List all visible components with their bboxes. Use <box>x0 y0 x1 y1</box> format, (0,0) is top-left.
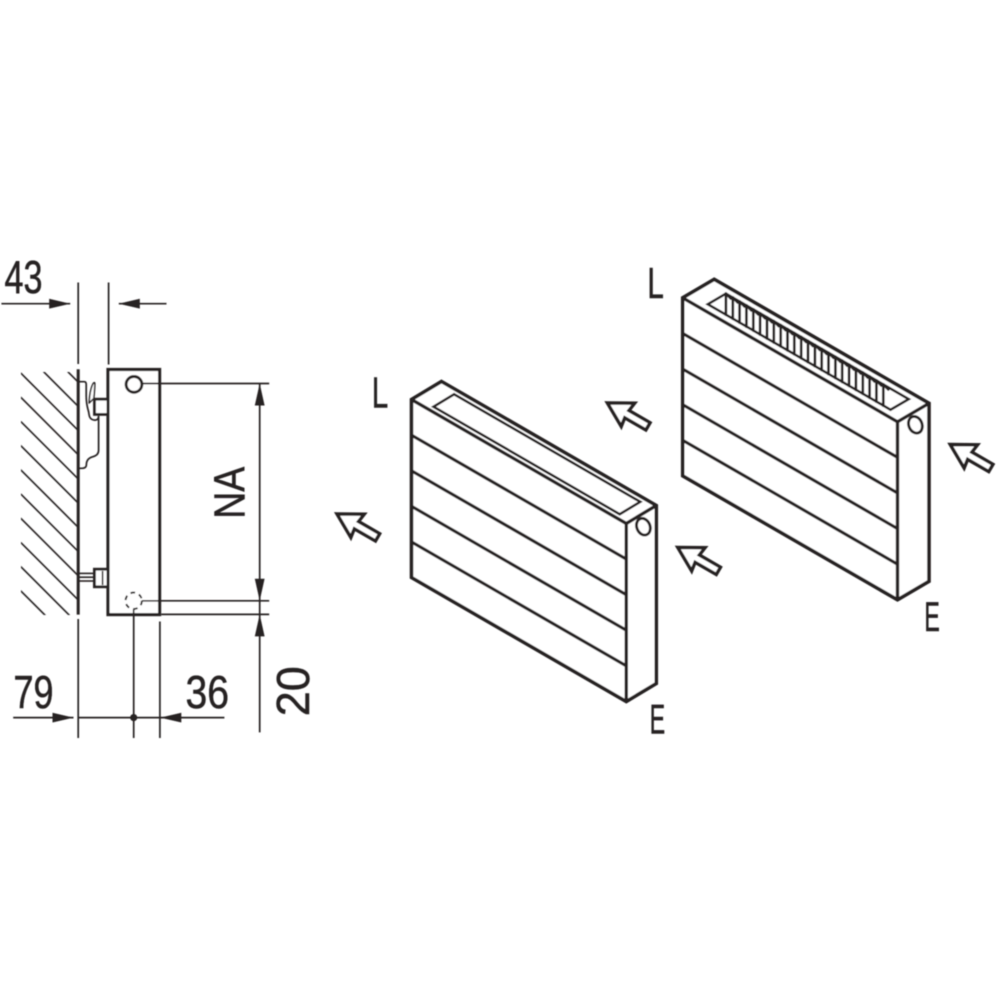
svg-text:36: 36 <box>186 666 230 718</box>
svg-text:L: L <box>372 368 389 417</box>
svg-text:E: E <box>650 695 666 742</box>
svg-text:NA: NA <box>205 466 254 519</box>
svg-text:20: 20 <box>267 666 319 716</box>
svg-text:79: 79 <box>14 666 54 718</box>
svg-text:E: E <box>924 593 940 640</box>
svg-text:43: 43 <box>5 251 43 303</box>
svg-text:L: L <box>647 259 664 308</box>
